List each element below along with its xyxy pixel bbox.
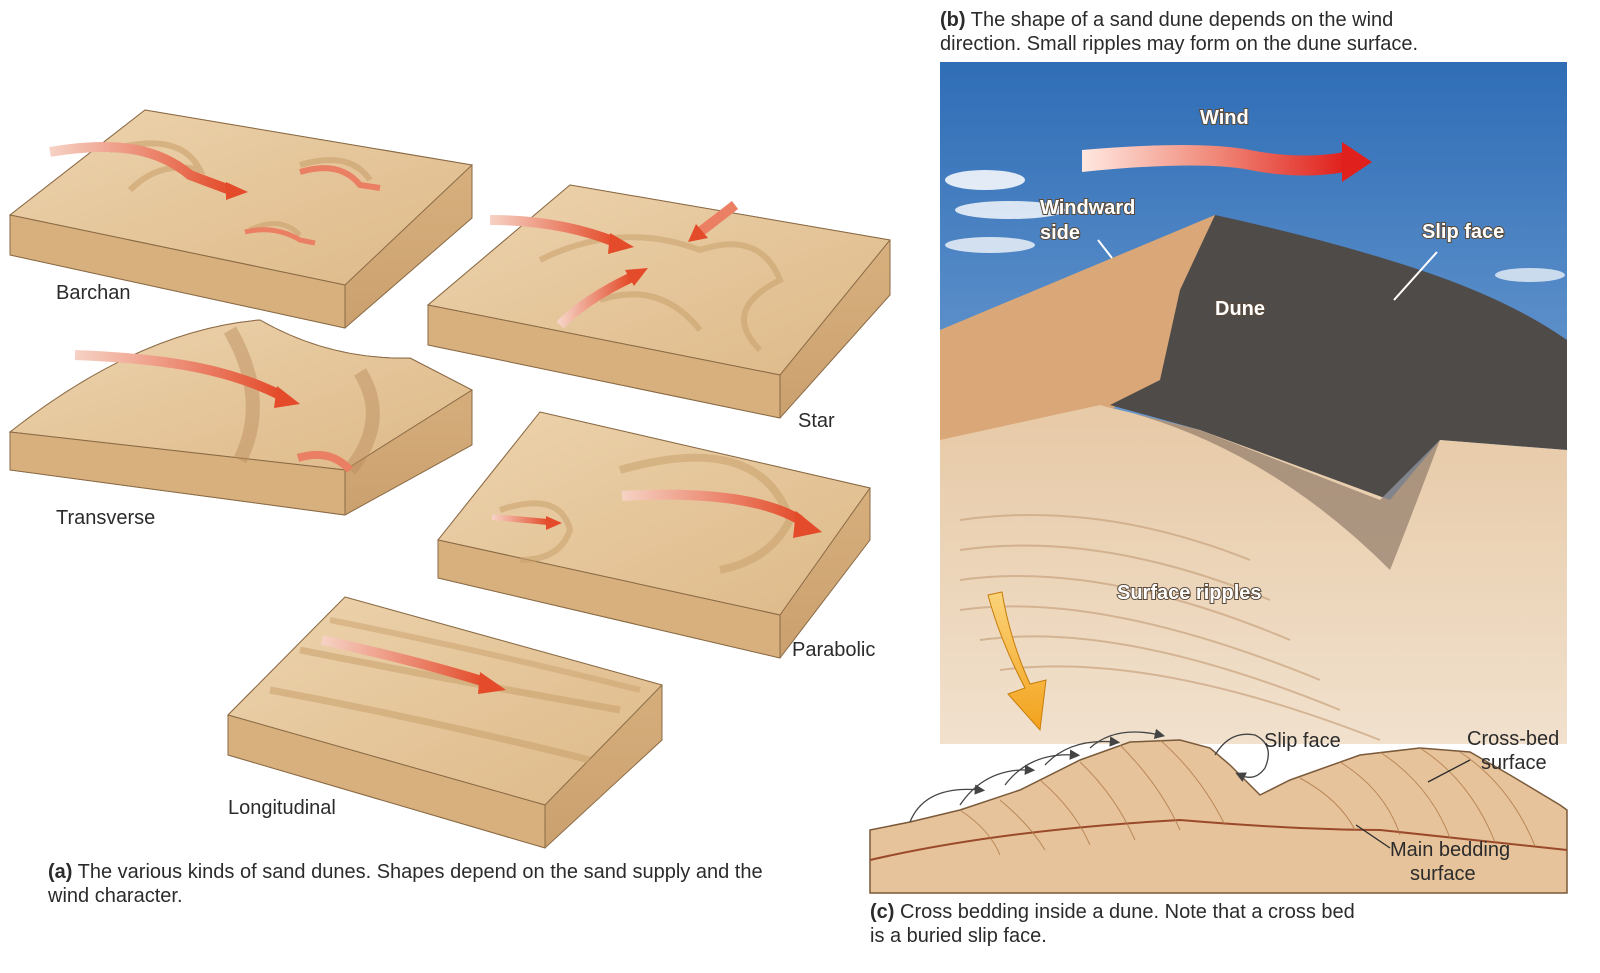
zoom-arrow (987, 591, 1047, 732)
wind-arrow-large (1082, 145, 1345, 176)
caption-c-line1: Cross bedding inside a dune. Note that a… (900, 901, 1355, 923)
label-windward-line2: side (1040, 222, 1080, 244)
label-cross-bed-line2: surface (1481, 752, 1547, 774)
caption-b: (b) The shape of a sand dune depends on … (940, 8, 1560, 56)
wind-arrowhead (625, 268, 648, 286)
barchan-block (8, 109, 474, 329)
wind-arrow (244, 227, 316, 246)
saltation-arrows (909, 728, 1269, 823)
wind-arrowhead (688, 224, 708, 242)
label-longitudinal: Longitudinal (228, 797, 336, 819)
longitudinal-block (227, 596, 663, 849)
panel-b-photo: Wind Windward side Slip face Dune Surfac… (940, 62, 1567, 744)
caption-b-letter: (b) (940, 9, 966, 31)
parabolic-block (437, 411, 871, 659)
label-windward-line1: Windward (1040, 197, 1135, 219)
caption-b-line1: The shape of a sand dune depends on the … (970, 9, 1394, 31)
wind-arrowhead (274, 386, 300, 408)
wind-arrow (320, 635, 487, 687)
label-barchan: Barchan (56, 282, 131, 304)
caption-a-letter: (a) (48, 861, 73, 883)
star-block (426, 184, 891, 419)
wind-arrow (556, 273, 633, 329)
wind-arrow (489, 215, 617, 247)
wind-arrow (491, 514, 549, 525)
wind-arrow (296, 451, 353, 473)
label-main-bedding-line2: surface (1410, 863, 1476, 885)
caption-a: (a) The various kinds of sand dunes. Sha… (48, 860, 768, 908)
wind-arrowhead-large (1342, 142, 1372, 182)
panel-c-cross-section: Slip face Cross-bed surface Main bedding… (869, 728, 1568, 894)
caption-c: (c) Cross bedding inside a dune. Note th… (870, 900, 1490, 948)
label-transverse: Transverse (56, 507, 155, 529)
label-main-bedding-line1: Main bedding (1390, 839, 1510, 861)
wind-arrowhead (608, 233, 634, 254)
label-parabolic: Parabolic (792, 639, 875, 661)
wind-arrow (299, 165, 381, 191)
wind-arrow (621, 489, 803, 525)
transverse-block (8, 319, 474, 516)
wind-arrowhead (478, 672, 506, 694)
wind-arrow (74, 350, 283, 400)
caption-a-text: The various kinds of sand dunes. Shapes … (48, 861, 763, 907)
panel-a: Barchan Star Transverse Parabolic Longit… (8, 109, 891, 849)
wind-arrowhead (793, 511, 822, 538)
wind-arrowhead (226, 182, 248, 200)
caption-c-letter: (c) (870, 901, 895, 923)
label-star: Star (798, 410, 835, 432)
label-surface-ripples: Surface ripples (1117, 582, 1262, 604)
caption-c-line2: is a buried slip face. (870, 925, 1047, 947)
label-slip-face-section: Slip face (1264, 730, 1341, 752)
label-slip-face-photo: Slip face (1422, 221, 1504, 243)
wind-arrow (696, 201, 739, 236)
wind-arrow (49, 141, 232, 195)
wind-arrowhead (546, 516, 562, 530)
label-wind: Wind (1200, 107, 1249, 129)
label-cross-bed-line1: Cross-bed (1467, 728, 1559, 750)
label-dune: Dune (1215, 298, 1265, 320)
caption-b-line2: direction. Small ripples may form on the… (940, 33, 1418, 55)
